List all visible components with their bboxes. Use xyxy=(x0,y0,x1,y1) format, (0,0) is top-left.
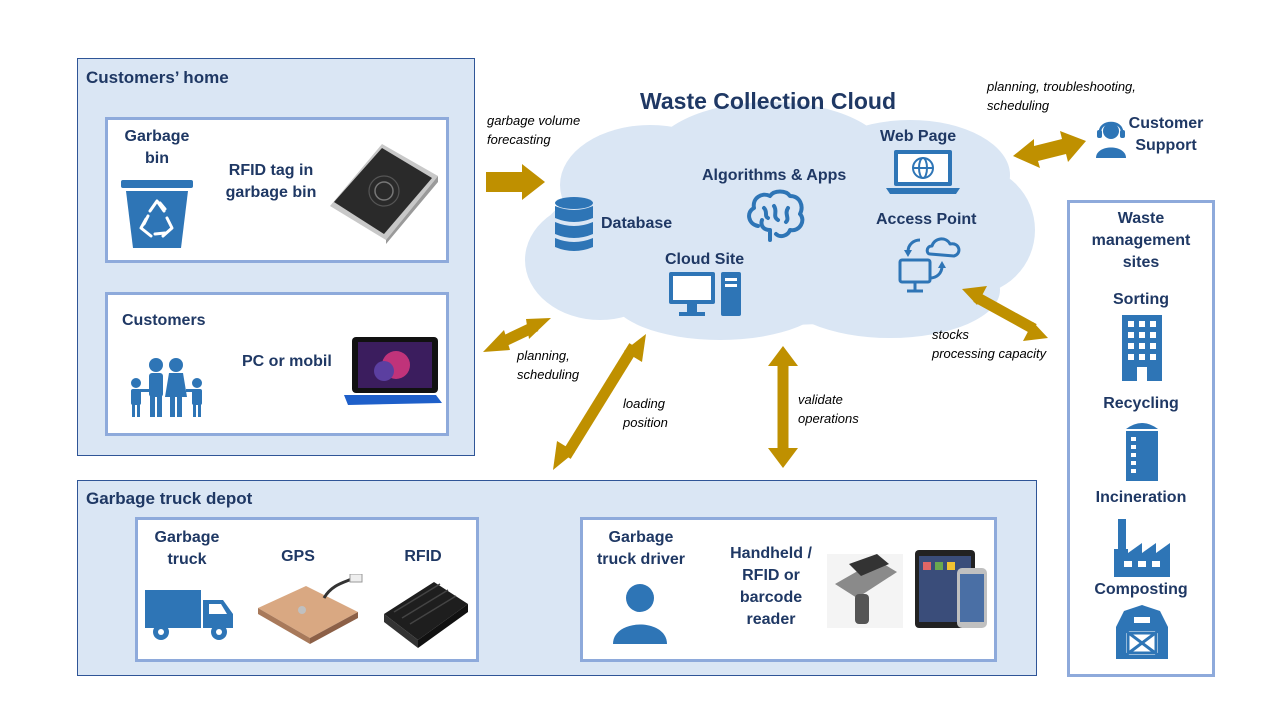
recycle-bin-icon xyxy=(119,178,195,250)
forecasting-note: garbage volume forecasting xyxy=(487,113,581,147)
garbage-truck-label: Garbage truck xyxy=(154,529,220,568)
gps-module-photo xyxy=(254,574,364,652)
silo-icon xyxy=(1124,419,1160,481)
waste-sites-title: Waste management sites xyxy=(1091,210,1191,271)
stocks-note: stocks processing capacity xyxy=(932,327,1047,361)
barn-icon xyxy=(1114,605,1170,659)
rfid-reader-photo xyxy=(324,136,442,244)
laptop-globe-icon xyxy=(886,150,960,194)
sync-devices-icon xyxy=(898,230,964,294)
cloud-site-label: Cloud Site xyxy=(665,251,745,268)
gps-label: GPS xyxy=(281,548,315,565)
headset-person-icon xyxy=(1094,118,1128,158)
rfid-tag-label: RFID tag in garbage bin xyxy=(225,162,317,201)
handheld-scanner-photo xyxy=(827,554,903,628)
pc-or-mobil-label: PC or mobil xyxy=(242,353,332,370)
composting-label: Composting xyxy=(1094,581,1188,598)
database-icon xyxy=(554,196,594,254)
driver-card: Garbage truck driver Handheld / RFID or … xyxy=(580,517,997,662)
rfid-label: RFID xyxy=(404,548,442,565)
incineration-label: Incineration xyxy=(1095,489,1187,506)
cloud-title: Waste Collection Cloud xyxy=(640,88,896,114)
customers-home-title: Customers’ home xyxy=(86,68,229,87)
waste-sites-panel: Waste management sites Sorting Recycling… xyxy=(1067,200,1215,677)
rfid-reader-box-photo xyxy=(380,574,472,652)
factory-icon xyxy=(1114,519,1170,577)
handheld-label: Handheld / RFID or barcode reader xyxy=(730,545,812,628)
garbage-bin-card: Garbage bin RFID tag in garbage bin xyxy=(105,117,449,263)
garbage-bin-label: Garbage bin xyxy=(124,128,190,167)
customer-support-label: Customer Support xyxy=(1128,115,1204,154)
brain-icon xyxy=(744,188,806,244)
customers-label: Customers xyxy=(122,312,206,329)
planning-home-note: planning, scheduling xyxy=(517,348,580,382)
algorithms-label: Algorithms & Apps xyxy=(702,167,847,184)
computer-icon xyxy=(669,272,743,318)
validate-note: validate operations xyxy=(798,392,859,426)
access-point-label: Access Point xyxy=(876,211,977,228)
family-icon xyxy=(124,357,210,419)
loading-note: loading position xyxy=(623,396,668,430)
building-icon xyxy=(1120,315,1164,381)
web-page-label: Web Page xyxy=(880,128,957,145)
truck-icon xyxy=(145,590,235,640)
tablet-and-phone-photo xyxy=(915,550,989,630)
support-tasks-note: planning, troubleshooting, scheduling xyxy=(987,79,1136,113)
database-label: Database xyxy=(601,215,673,232)
truck-card: Garbage truck GPS RFID xyxy=(135,517,479,662)
sorting-label: Sorting xyxy=(1113,291,1169,308)
customers-card: Customers PC or mobil xyxy=(105,292,449,436)
recycling-label: Recycling xyxy=(1103,395,1179,412)
tablet-photo xyxy=(344,337,442,407)
person-icon xyxy=(611,582,669,644)
depot-title: Garbage truck depot xyxy=(86,489,253,508)
garbage-truck-driver-label: Garbage truck driver xyxy=(596,529,686,568)
